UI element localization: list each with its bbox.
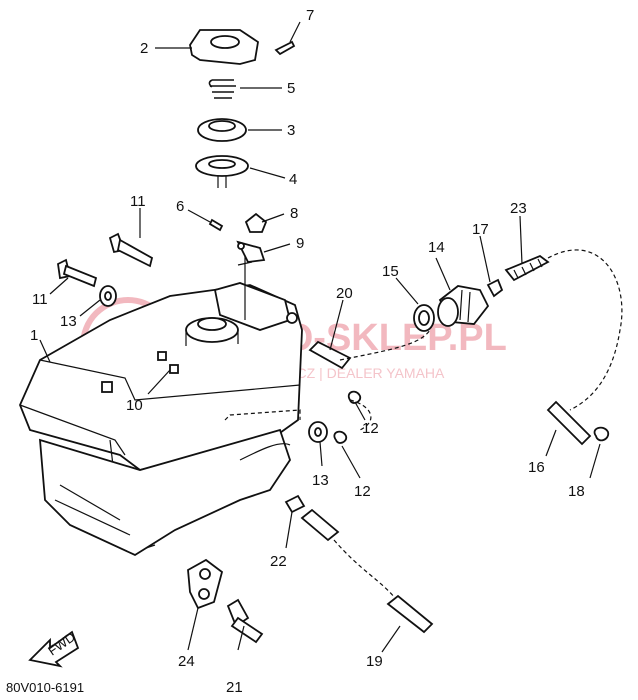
screw-6	[208, 218, 224, 232]
callout-19: 19	[366, 653, 383, 670]
cap-pin	[274, 40, 296, 56]
callout-6: 6	[176, 198, 184, 215]
callouts: 2 7 5 3 4 6 8 9 11 11 13 1 10 20 12 13 1…	[30, 7, 585, 696]
callout-7: 7	[306, 7, 314, 24]
fuel-line-path	[339, 329, 431, 431]
bracket-24	[187, 558, 224, 610]
callout-12-lower: 12	[354, 483, 371, 500]
o-ring-15	[413, 304, 435, 332]
callout-15: 15	[382, 263, 399, 280]
callout-13-lower: 13	[312, 472, 329, 489]
clip-8	[244, 212, 268, 233]
callout-17: 17	[472, 221, 489, 238]
callout-24: 24	[178, 653, 195, 670]
fuel-tank	[19, 250, 303, 557]
callout-12-upper: 12	[362, 420, 379, 437]
callout-20: 20	[336, 285, 353, 302]
diagram-code: 80V010-6191	[6, 680, 84, 695]
callout-11-upper: 11	[130, 193, 146, 210]
clamp-9	[236, 240, 266, 263]
fuel-cock	[437, 285, 490, 327]
bolt-21	[226, 598, 264, 644]
washer-13-lower	[308, 421, 328, 443]
callout-9: 9	[296, 235, 304, 252]
callout-18: 18	[568, 483, 585, 500]
callout-4: 4	[289, 171, 297, 188]
callout-8: 8	[290, 205, 298, 222]
clip-18	[593, 426, 610, 442]
hose-lower	[300, 508, 340, 542]
callout-11-lower: 11	[32, 291, 48, 308]
callout-23: 23	[510, 200, 527, 217]
clip-12-lower	[333, 430, 348, 444]
clamp-22	[284, 494, 306, 514]
clip-17	[486, 278, 504, 298]
callout-22: 22	[270, 553, 287, 570]
callout-2: 2	[140, 40, 148, 57]
callout-10: 10	[126, 397, 143, 414]
leader-lines	[39, 21, 601, 653]
callout-3: 3	[287, 122, 295, 139]
cap-seal	[197, 118, 247, 142]
filler-cap	[189, 29, 259, 65]
callout-14: 14	[428, 239, 445, 256]
cap-gasket	[195, 155, 249, 188]
fwd-arrow-icon: FWD	[28, 629, 80, 668]
bolt-11-upper	[108, 232, 154, 268]
hose-16	[546, 400, 592, 446]
clip-12-upper	[347, 390, 362, 404]
callout-16: 16	[528, 459, 545, 476]
breather-line	[333, 539, 396, 599]
cable-23	[504, 249, 623, 411]
hose-19	[386, 594, 434, 634]
callout-13-upper: 13	[60, 313, 77, 330]
callout-5: 5	[287, 80, 295, 97]
callout-1: 1	[30, 327, 38, 344]
washer-13-upper	[99, 285, 117, 307]
callout-21: 21	[226, 679, 243, 696]
cap-spring	[208, 79, 236, 99]
bolt-11-lower	[57, 258, 98, 288]
